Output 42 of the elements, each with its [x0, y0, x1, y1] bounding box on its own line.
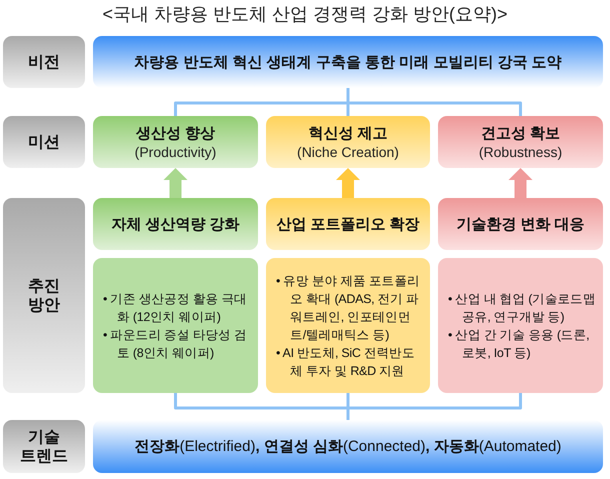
banner-text: 전장화(Electrified), 연결성 심화(Connected), 자동화(Automated) — [134, 437, 562, 456]
bullet-item: • 파운드리 증설 타당성 검토 (8인치 웨이퍼) — [103, 326, 248, 362]
heading-text: 혁신성 제고 — [308, 124, 388, 142]
action-box — [93, 258, 258, 393]
row-label — [3, 198, 85, 393]
action-box — [438, 258, 603, 393]
mission-box — [93, 198, 258, 250]
heading-text: 기술환경 변화 대응 — [456, 214, 585, 234]
block-arrow — [336, 168, 360, 198]
subtitle-text: (Niche Creation) — [297, 142, 399, 160]
action-box — [266, 258, 430, 393]
bullet-item: • 산업 내 협업 (기술로드맵 공유, 연구개발 등) — [448, 290, 597, 326]
label-text: 추진 방안 — [27, 276, 61, 314]
mission-box — [93, 116, 258, 168]
label-text: 비전 — [27, 52, 61, 72]
title: <국내 차량용 반도체 산업 경쟁력 강화 방안(요약)> — [101, 3, 509, 26]
bullet-item: • 산업 간 기술 응용 (드론, 로봇, IoT 등) — [448, 326, 590, 362]
label-text: 기술 트렌드 — [19, 428, 69, 466]
mission-box — [438, 198, 603, 250]
bracket-connector — [346, 88, 522, 116]
bullet-item: • AI 반도체, SiC 전력반도체 투자 및 R&D 지원 — [276, 344, 416, 380]
heading-text: 생산성 향상 — [136, 124, 216, 142]
heading-text: 산업 포트폴리오 확장 — [276, 214, 420, 234]
mission-box — [438, 116, 603, 168]
bullet-item: • 기존 생산공정 활용 극대화 (12인치 웨이퍼) — [103, 290, 248, 326]
mission-box — [266, 116, 430, 168]
block-arrow — [164, 168, 188, 198]
bracket-connector — [346, 393, 522, 420]
heading-text: 견고성 확보 — [480, 124, 560, 142]
bullet-item: • 유망 분야 제품 포트폴리오 확대 (ADAS, 전기 파워트레인, 인포테인먼트/텔레매틱스 등) — [276, 272, 421, 344]
banner-text: 차량용 반도체 혁신 생태계 구축을 통한 미래 모빌리티 강국 도약 — [134, 52, 562, 72]
trend-banner — [93, 420, 603, 473]
heading-text: 자체 생산역량 강화 — [111, 214, 240, 234]
subtitle-text: (Productivity) — [134, 142, 216, 160]
row-label — [3, 36, 85, 88]
row-label — [3, 420, 85, 473]
mission-box — [266, 198, 430, 250]
row-label — [3, 116, 85, 168]
subtitle-text: (Robustness) — [478, 142, 562, 160]
label-text: 미션 — [27, 132, 61, 152]
block-arrow — [508, 168, 532, 198]
vision-banner — [93, 36, 603, 88]
